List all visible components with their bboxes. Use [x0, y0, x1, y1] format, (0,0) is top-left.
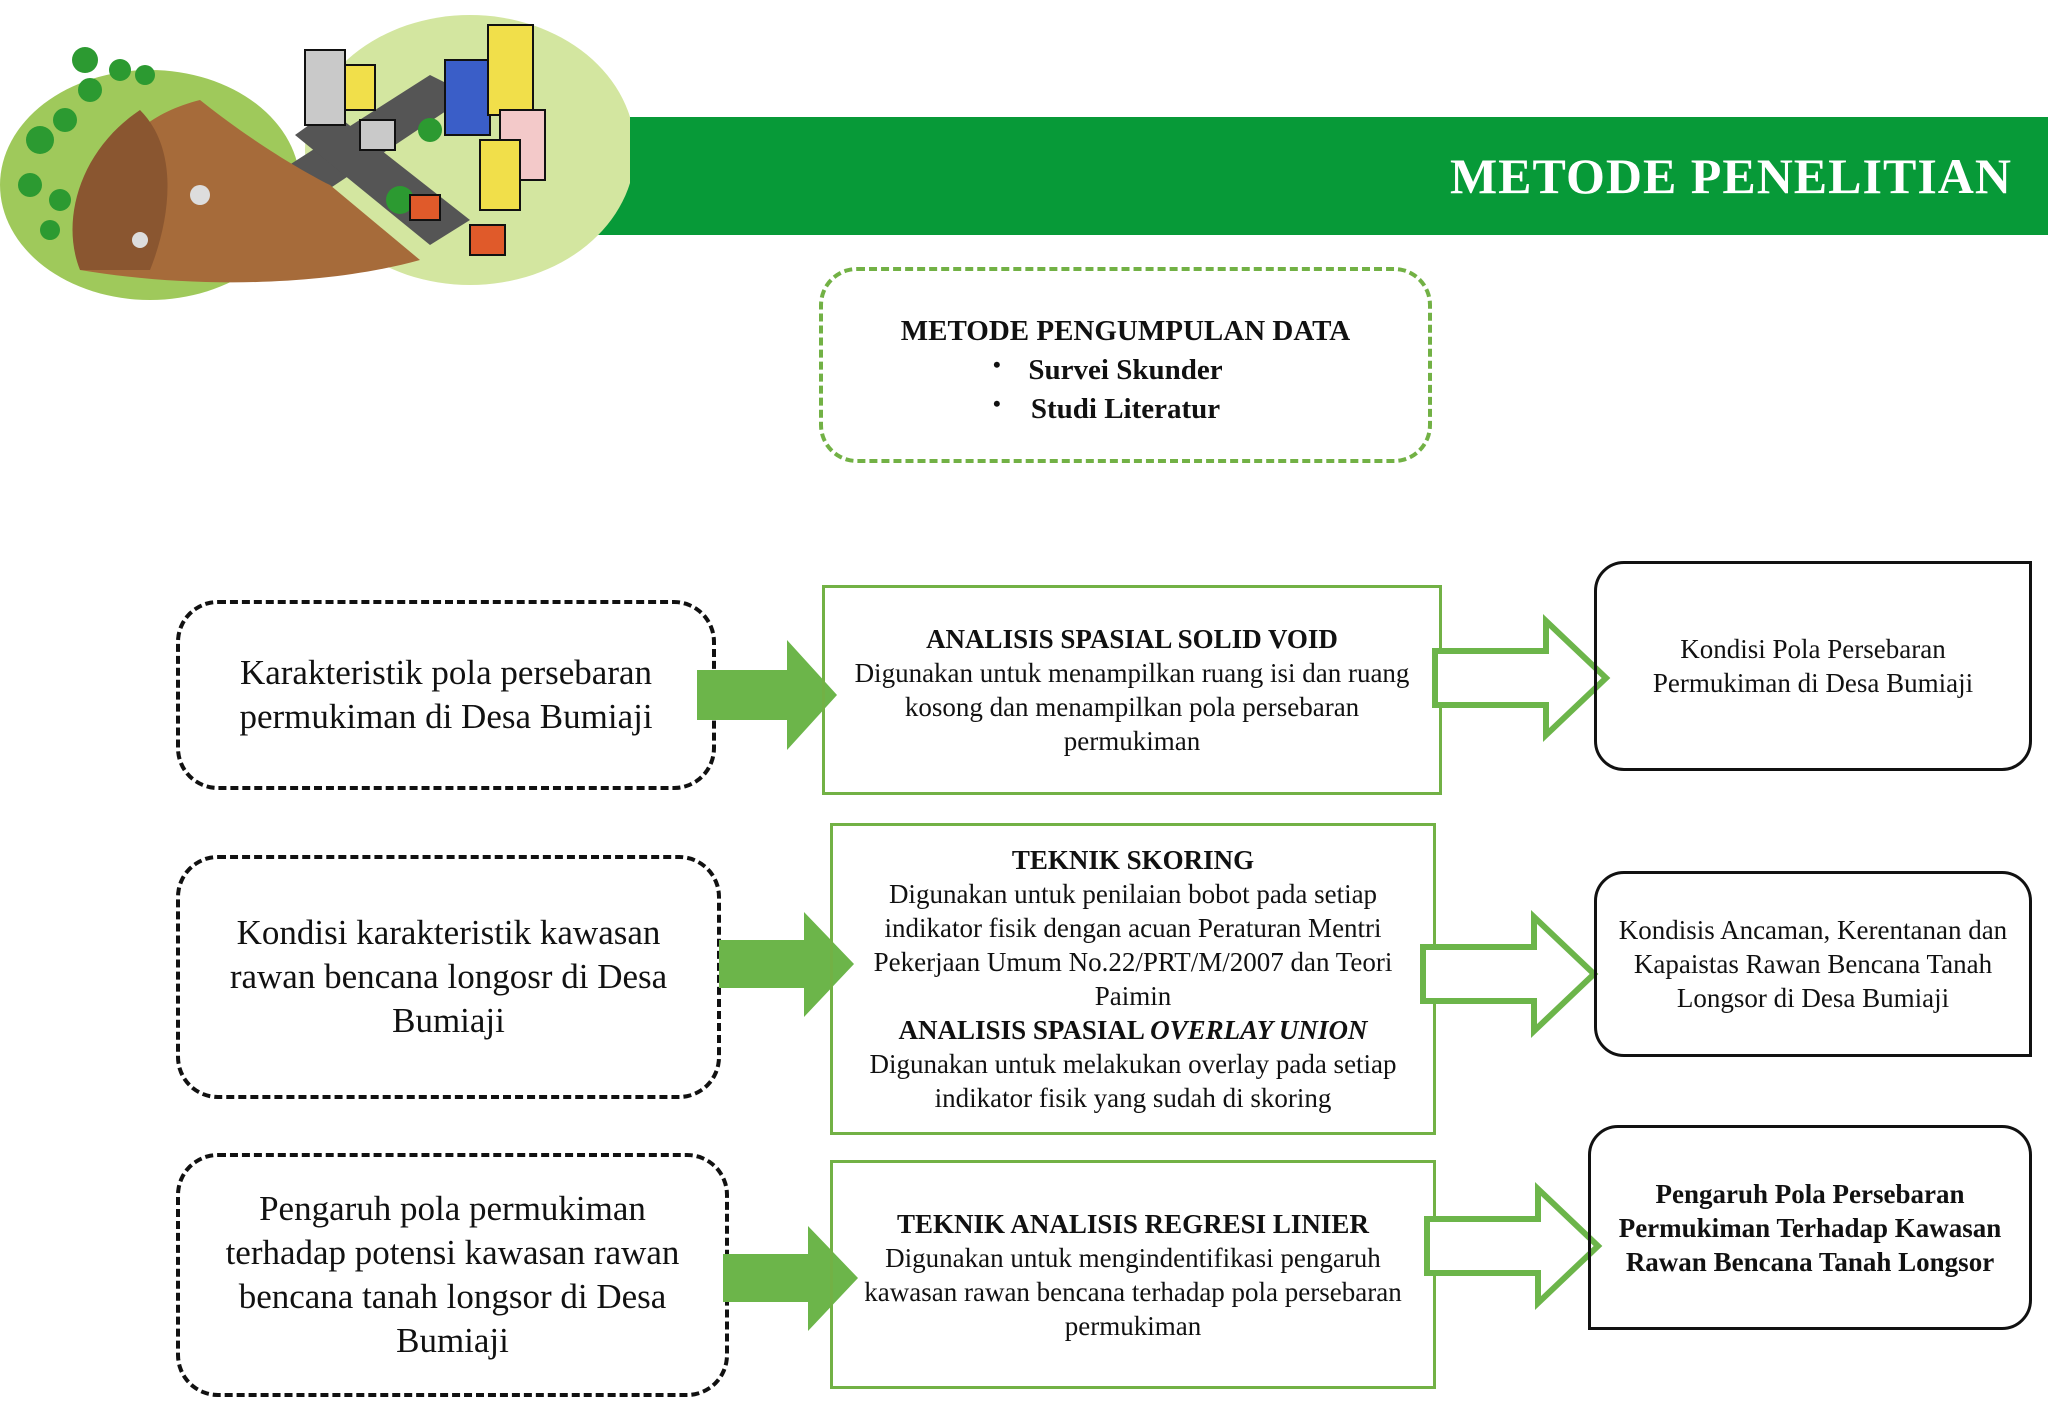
solid-arrow-icon — [697, 640, 837, 750]
method-title-2-emphasis: OVERLAY UNION — [1150, 1015, 1368, 1045]
output-box-3: Pengaruh Pola Persebaran Permukiman Terh… — [1588, 1125, 2032, 1330]
output-label: Kondisi Pola Persebaran Permukiman di De… — [1652, 634, 1974, 698]
bullet-icon: • — [993, 352, 1001, 377]
data-collection-item: • Studi Literatur — [823, 391, 1428, 426]
bullet-icon: • — [993, 391, 1001, 416]
input-label: Pengaruh pola permukiman terhadap potens… — [225, 1189, 680, 1360]
hollow-arrow-icon — [1420, 910, 1599, 1038]
method-title: TEKNIK SKORING — [1011, 845, 1255, 875]
hollow-arrow-icon — [1424, 1182, 1603, 1310]
method-description: Digunakan untuk menampilkan ruang isi da… — [854, 658, 1410, 756]
data-collection-box: METODE PENGUMPULAN DATA • Survei Skunder… — [819, 267, 1432, 463]
method-description: Digunakan untuk mengindentifikasi pengar… — [864, 1242, 1402, 1341]
output-box-1: Kondisi Pola Persebaran Permukiman di De… — [1594, 561, 2032, 771]
method-box-2: TEKNIK SKORING Digunakan untuk penilaian… — [830, 823, 1436, 1135]
input-label: Kondisi karakteristik kawasan rawan benc… — [229, 913, 668, 1040]
method-box-3: TEKNIK ANALISIS REGRESI LINIER Digunakan… — [830, 1160, 1436, 1389]
solid-arrow-icon — [719, 912, 854, 1017]
solid-arrow-icon — [723, 1226, 858, 1331]
method-box-1: ANALISIS SPASIAL SOLID VOID Digunakan un… — [822, 585, 1442, 795]
data-collection-title: METODE PENGUMPULAN DATA — [900, 315, 1351, 347]
hollow-arrow-icon — [1432, 614, 1611, 742]
input-box-2: Kondisi karakteristik kawasan rawan benc… — [176, 855, 721, 1099]
output-box-2: Kondisis Ancaman, Kerentanan dan Kapaist… — [1594, 871, 2032, 1057]
method-title-2-prefix: ANALISIS SPASIAL — [898, 1015, 1151, 1045]
method-title: ANALISIS SPASIAL SOLID VOID — [926, 624, 1338, 654]
landslide-town-illustration — [0, 15, 630, 300]
method-title: TEKNIK ANALISIS REGRESI LINIER — [897, 1208, 1369, 1239]
header-band — [560, 117, 2048, 235]
input-label: Karakteristik pola persebaran permukiman… — [239, 653, 653, 736]
input-box-3: Pengaruh pola permukiman terhadap potens… — [176, 1153, 729, 1397]
data-collection-item-label: Survei Skunder — [1028, 354, 1223, 386]
output-label: Kondisis Ancaman, Kerentanan dan Kapaist… — [1618, 915, 2008, 1013]
page-title: METODE PENELITIAN — [1449, 148, 2012, 204]
method-description: Digunakan untuk penilaian bobot pada set… — [873, 879, 1393, 1011]
data-collection-item: • Survei Skunder — [823, 352, 1428, 387]
method-title-2: ANALISIS SPASIAL OVERLAY UNION — [847, 1013, 1419, 1047]
output-label: Pengaruh Pola Persebaran Permukiman Terh… — [1618, 1178, 2002, 1277]
data-collection-item-label: Studi Literatur — [1030, 393, 1221, 425]
input-box-1: Karakteristik pola persebaran permukiman… — [176, 600, 716, 790]
method-description-2: Digunakan untuk melakukan overlay pada s… — [869, 1049, 1397, 1113]
